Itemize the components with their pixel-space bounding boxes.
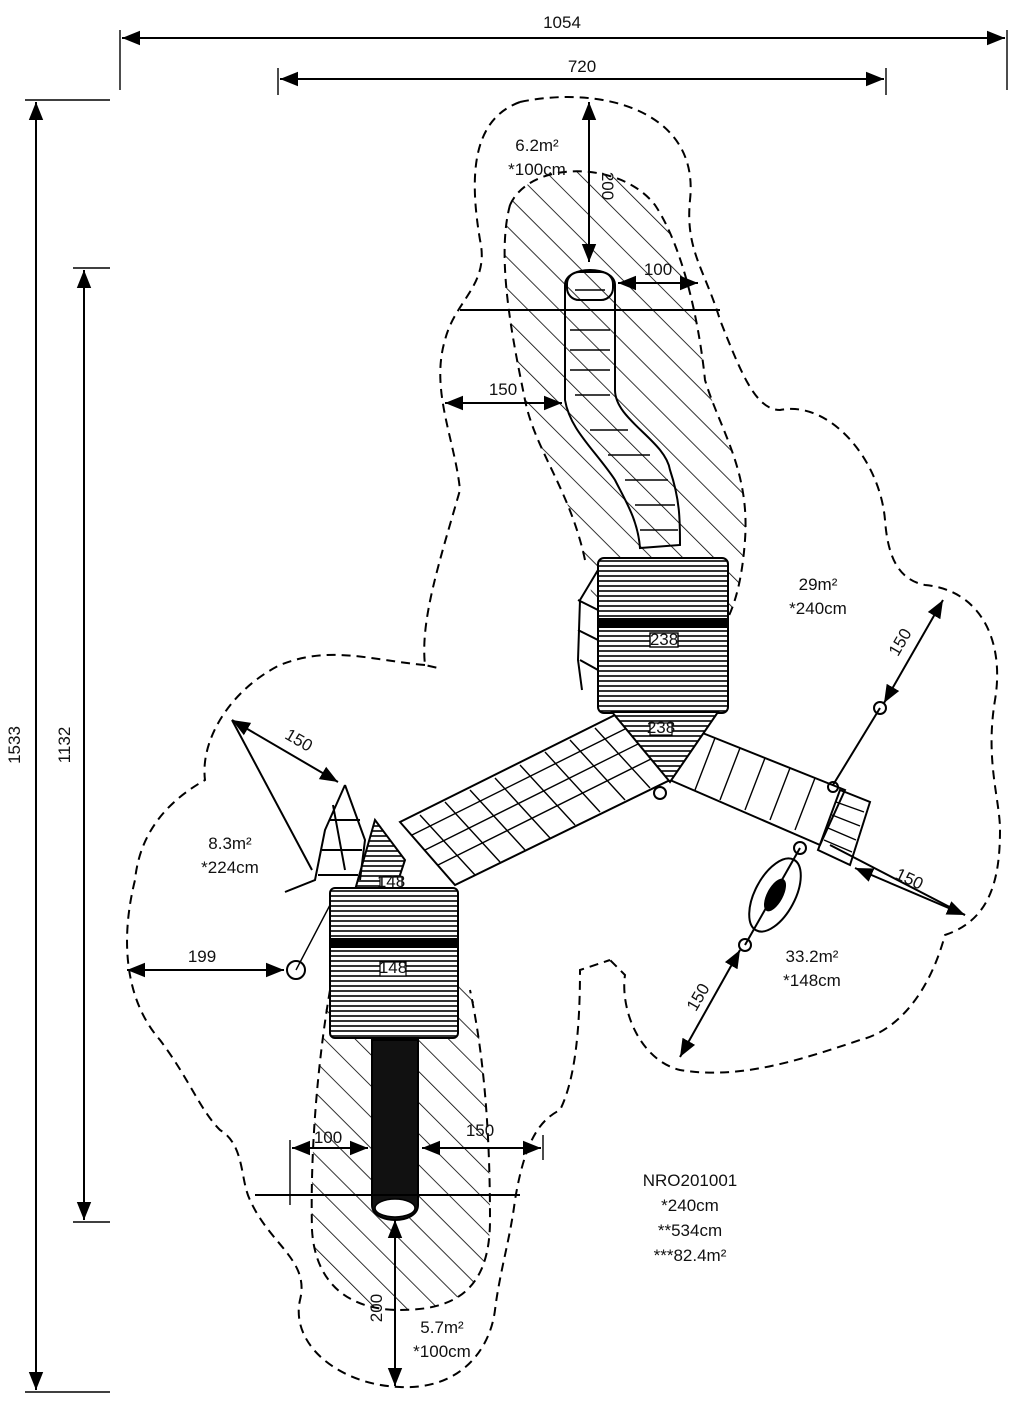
bottom-slide-right-label: 150 xyxy=(466,1121,494,1140)
bottom-slide xyxy=(371,1039,419,1221)
spiral-slide-top xyxy=(564,269,682,550)
dimension-overall-height: 1533 xyxy=(5,99,110,1393)
swing-height-text: *148cm xyxy=(783,971,841,990)
inner-height-label: 1132 xyxy=(55,727,74,764)
upper-deck-tag: 238 xyxy=(650,630,678,649)
overall-height-label: 1533 xyxy=(5,726,24,764)
top-area-text: 6.2m² xyxy=(515,136,559,155)
step-ladder-right xyxy=(816,788,872,867)
main-area-text: 29m² xyxy=(799,575,838,594)
left-area-text: 8.3m² xyxy=(208,834,252,853)
bottom-height-text: *100cm xyxy=(413,1342,471,1361)
model-code: NRO201001 xyxy=(643,1171,738,1190)
left-climbing-net xyxy=(284,784,367,893)
swing-frame xyxy=(738,701,887,952)
upper-climbing-net xyxy=(576,569,599,691)
dimension-right-swing: 150 xyxy=(679,949,741,1058)
zone-label-top: 6.2m² *100cm xyxy=(508,136,566,179)
zone-label-swing: 33.2m² *148cm xyxy=(783,947,841,990)
dimension-inner-height: 1132 xyxy=(55,267,110,1223)
dimension-left-edge: 199 xyxy=(127,947,284,978)
dimension-top-slide-side: 100 xyxy=(618,260,698,291)
ramp-bridge-right xyxy=(668,726,847,847)
left-tower-mid-tag: 148 xyxy=(379,958,407,977)
dimension-bottom-slide-right: 150 xyxy=(422,1121,544,1160)
zone-label-bottom: 5.7m² *100cm xyxy=(413,1318,471,1361)
dimension-inner-width: 720 xyxy=(277,57,887,95)
dimension-right-upper: 150 xyxy=(883,599,944,704)
bottom-slide-clear-label: 200 xyxy=(367,1294,386,1322)
top-slide-side-label: 100 xyxy=(644,260,672,279)
bottom-area-text: 5.7m² xyxy=(420,1318,464,1337)
rope-bridge-left xyxy=(398,713,672,887)
top-slide-left-label: 150 xyxy=(489,380,517,399)
main-height-text: *240cm xyxy=(789,599,847,618)
dimension-bottom-slide-clear: 200 xyxy=(367,1220,403,1386)
left-tower-top-tag: 148 xyxy=(377,872,405,891)
top-height-text: *100cm xyxy=(508,160,566,179)
summary-block: NRO201001 *240cm **534cm ***82.4m² xyxy=(643,1171,738,1265)
dimension-overall-width: 1054 xyxy=(119,13,1008,90)
swing-area-text: 33.2m² xyxy=(786,947,839,966)
dimension-top-slide-left: 150 xyxy=(445,380,562,411)
safety-zone-top-right-outline xyxy=(519,96,1002,1074)
safety-zone-left-outline xyxy=(126,653,611,1389)
dimension-bottom-slide-side: 100 xyxy=(289,1128,368,1205)
right-lower-label: 150 xyxy=(892,864,926,893)
left-edge-label: 199 xyxy=(188,947,216,966)
right-swing-label: 150 xyxy=(683,980,714,1014)
overall-width-label: 1054 xyxy=(543,13,581,32)
zone-label-left: 8.3m² *224cm xyxy=(201,834,259,877)
dimension-top-slide-clear: 200 xyxy=(581,102,617,262)
junction-tag: 238 xyxy=(647,718,675,737)
left-height-text: *224cm xyxy=(201,858,259,877)
junction-triangle: 238 xyxy=(609,711,720,800)
left-rope-anchor xyxy=(286,960,306,980)
bottom-slide-side-label: 100 xyxy=(314,1128,342,1147)
top-slide-clear-label: 200 xyxy=(598,172,617,200)
left-tower-deck: 148 148 xyxy=(329,817,459,1039)
safety-zone-top-outline xyxy=(423,101,521,669)
upper-tower-deck: 238 xyxy=(597,557,729,714)
dimension-right-lower: 150 xyxy=(854,864,966,916)
summary-total-area: ***82.4m² xyxy=(654,1246,727,1265)
summary-fall-height: *240cm xyxy=(661,1196,719,1215)
summary-total-height: **534cm xyxy=(658,1221,722,1240)
inner-width-label: 720 xyxy=(568,57,596,76)
zone-label-main: 29m² *240cm xyxy=(789,575,847,618)
